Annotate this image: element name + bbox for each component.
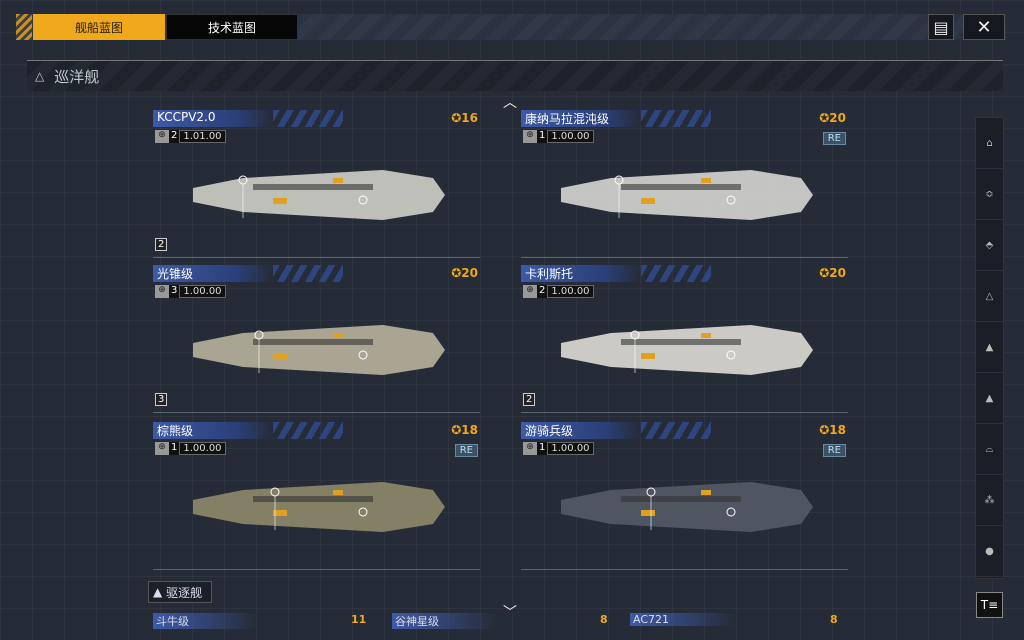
decor-stripe: [16, 14, 32, 40]
re-badge: RE: [822, 444, 846, 457]
ship-cost: 11: [351, 613, 367, 626]
re-badge: RE: [454, 444, 478, 457]
ship-cost: ✪20: [819, 266, 846, 280]
ship-name: 游骑兵级: [521, 422, 711, 439]
version: 1.00.00: [547, 285, 594, 298]
ship-cost: ✪20: [451, 266, 478, 280]
section-title: 驱逐舰: [166, 585, 203, 600]
cost-icon: ✪: [819, 423, 830, 437]
section-header-destroyer: ▲ 驱逐舰: [148, 581, 212, 603]
close-button[interactable]: ✕: [963, 14, 1005, 40]
battleship-icon[interactable]: ⬘: [976, 220, 1003, 271]
destroyer-card[interactable]: 谷神星级 8: [392, 613, 608, 629]
cost-icon: ✪: [451, 111, 462, 125]
scroll-down-icon[interactable]: ﹀: [503, 605, 517, 621]
ship-type-icon: ⊕: [155, 285, 169, 298]
ship-class-sidebar: ⌂≎⬘△▲▲⌓⁂●: [975, 117, 1004, 579]
ship-type-icon: ⊕: [155, 442, 169, 455]
destroyer-icon[interactable]: ▲: [976, 322, 1003, 373]
battlecruiser-icon[interactable]: ≎: [976, 169, 1003, 220]
ship-blueprint-image: [193, 482, 445, 532]
ship-type-icon: ⊕: [155, 130, 169, 143]
tier: 1: [537, 442, 548, 455]
ship-name: 谷神星级: [392, 613, 497, 629]
version: 1.00.00: [547, 130, 594, 143]
ship-cost: 8: [830, 613, 838, 626]
version: 1.00.00: [179, 285, 226, 298]
ship-name: 光锥级: [153, 265, 343, 282]
ship-name: KCCPV2.0: [153, 110, 343, 127]
filter-icon: T≡: [980, 598, 999, 612]
cruiser-icon[interactable]: △: [976, 271, 1003, 322]
ship-blueprint-image: [561, 170, 813, 220]
ship-name: 斗牛级: [153, 613, 258, 629]
ship-type-icon: ⊕: [523, 285, 537, 298]
ship-name: 卡利斯托: [521, 265, 711, 282]
tier-corner: 3: [155, 393, 168, 406]
frigate-icon[interactable]: ▲: [976, 373, 1003, 424]
list-icon: ▤: [933, 17, 949, 37]
ship-type-icon: ⊕: [523, 130, 537, 143]
corvette-icon[interactable]: ⌓: [976, 424, 1003, 475]
section-header-cruiser: △ 巡洋舰: [27, 60, 1003, 91]
tier: 1: [169, 442, 180, 455]
version: 1.00.00: [179, 442, 226, 455]
cost-icon: ✪: [819, 111, 830, 125]
carrier-icon[interactable]: ⌂: [976, 118, 1003, 169]
tier: 3: [169, 285, 180, 298]
ship-blueprint-image: [193, 170, 445, 220]
ship-cost: ✪20: [819, 111, 846, 125]
tab-tech-blueprints[interactable]: 技术蓝图: [166, 14, 298, 40]
fighter-icon[interactable]: ⁂: [976, 475, 1003, 526]
tier-corner: 2: [155, 238, 168, 251]
ship-type-icon: ⊕: [523, 442, 537, 455]
destroyer-icon: ▲: [153, 585, 163, 599]
ship-cost: ✪18: [819, 423, 846, 437]
ship-cost: 8: [600, 613, 608, 626]
ship-name: 棕熊级: [153, 422, 343, 439]
close-icon: ✕: [976, 16, 992, 38]
filter-button[interactable]: T≡: [976, 592, 1003, 618]
version: 1.01.00: [179, 130, 226, 143]
cost-icon: ✪: [451, 423, 462, 437]
ship-blueprint-image: [561, 482, 813, 532]
ship-blueprint-image: [193, 325, 445, 375]
list-button[interactable]: ▤: [928, 14, 954, 40]
section-title: 巡洋舰: [54, 67, 100, 86]
tier: 2: [537, 285, 548, 298]
cruiser-icon: △: [35, 69, 45, 83]
ship-name: AC721: [630, 613, 735, 626]
cost-icon: ✪: [451, 266, 462, 280]
ship-cost: ✪18: [451, 423, 478, 437]
scroll-up-icon[interactable]: ︿: [503, 95, 517, 111]
tab-ship-blueprints[interactable]: 舰船蓝图: [33, 14, 165, 40]
re-badge: RE: [822, 132, 846, 145]
ship-name: 康纳马拉混沌级: [521, 110, 711, 127]
cost-icon: ✪: [819, 266, 830, 280]
ship-cost: ✪16: [451, 111, 478, 125]
ship-blueprint-image: [561, 325, 813, 375]
tier-corner: 2: [523, 393, 536, 406]
utility-icon[interactable]: ●: [976, 526, 1003, 577]
destroyer-card[interactable]: 斗牛级 11: [153, 613, 366, 629]
tier: 1: [537, 130, 548, 143]
version: 1.00.00: [547, 442, 594, 455]
destroyer-card[interactable]: AC721 8: [630, 613, 838, 627]
tier: 2: [169, 130, 180, 143]
